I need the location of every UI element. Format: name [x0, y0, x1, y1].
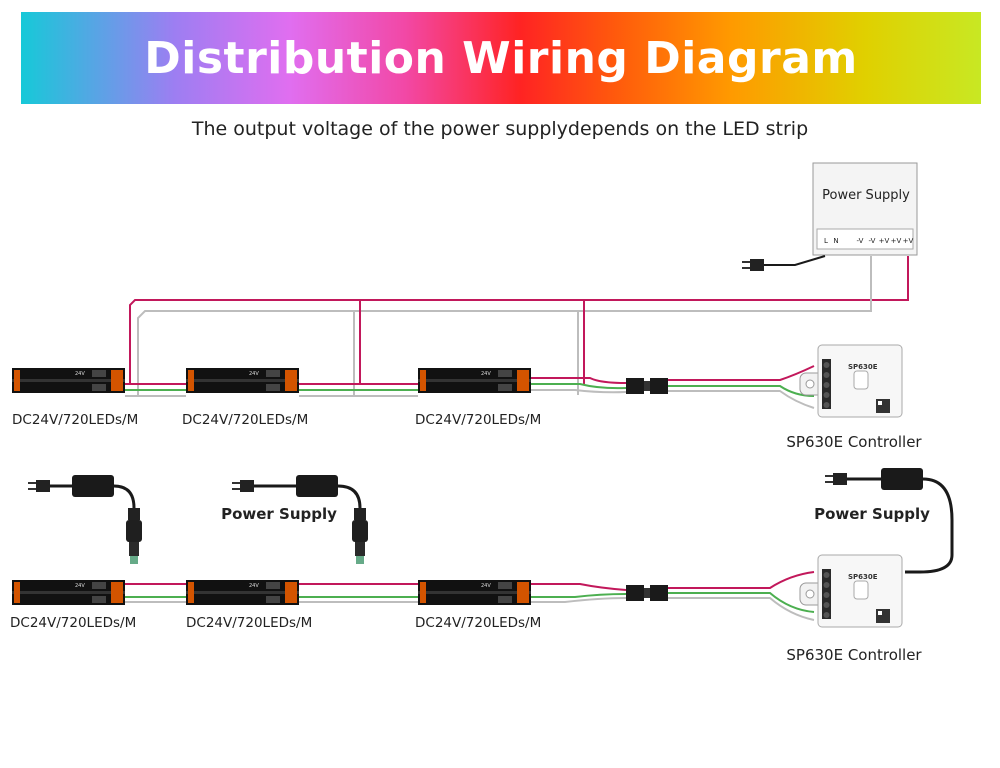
data-wire: [531, 597, 627, 603]
terminal-label: +V: [879, 237, 890, 245]
data-wire: [531, 593, 627, 598]
controller-brand: SP630E: [848, 363, 878, 371]
banner-title: Distribution Wiring Diagram: [144, 32, 858, 84]
strip-label: DC24V/720LEDs/M: [415, 412, 541, 428]
plug-icon: [825, 473, 847, 485]
red-power-bus: [129, 256, 909, 385]
strip-text: 24V: [75, 371, 85, 377]
top-power-supply: Power Supply L N -V -V +V +V +V: [812, 162, 918, 256]
data-wire: [531, 383, 627, 390]
strip-label: DC24V/720LEDs/M: [10, 615, 136, 631]
top-psu-label: Power Supply: [822, 188, 910, 203]
terminal-label: -V: [869, 237, 876, 245]
strip-label: DC24V/720LEDs/M: [182, 412, 308, 428]
bottom-psu-label: Power Supply: [221, 505, 337, 523]
power-adapter: [881, 468, 923, 490]
data-wire: [531, 377, 627, 384]
data-wire: [668, 571, 815, 589]
plug-icon: [742, 259, 764, 271]
grey-power-bus: [137, 256, 872, 395]
led-strip: [186, 580, 299, 605]
dc-cable: [905, 477, 954, 574]
jst-connector-icon: [626, 378, 668, 394]
strip-label: DC24V/720LEDs/M: [186, 615, 312, 631]
power-adapter: [72, 475, 114, 497]
terminal-label: +V: [891, 237, 902, 245]
data-wire: [531, 583, 627, 591]
dc-jack-icon: [126, 508, 142, 564]
top-controller-label: SP630E Controller: [786, 433, 922, 451]
bottom-psu-label: Power Supply: [814, 505, 930, 523]
terminal-label: +V: [903, 237, 914, 245]
jst-connector-icon: [626, 585, 668, 601]
sp630e-controller: [799, 554, 903, 628]
data-wire: [531, 389, 627, 394]
terminal-label: L: [824, 237, 828, 245]
led-strip: [12, 368, 125, 393]
controller-brand: SP630E: [848, 573, 878, 581]
terminal-label: -V: [857, 237, 864, 245]
strip-text: 24V: [249, 583, 259, 589]
strip-text: 24V: [75, 583, 85, 589]
data-wire: [668, 385, 815, 397]
dc-cable: [113, 484, 136, 509]
led-strip: [12, 580, 125, 605]
title-banner: Distribution Wiring Diagram: [21, 12, 981, 104]
data-wire: [668, 597, 815, 621]
strip-label: DC24V/720LEDs/M: [12, 412, 138, 428]
bottom-controller-label: SP630E Controller: [786, 646, 922, 664]
strip-text: 24V: [481, 371, 491, 377]
data-wire: [668, 390, 815, 409]
strip-label: DC24V/720LEDs/M: [415, 615, 541, 631]
dc-cable: [337, 484, 362, 509]
led-strip: [418, 580, 531, 605]
dc-jack-icon: [352, 508, 368, 564]
psu-terminals: L N -V -V +V +V +V: [824, 237, 913, 245]
data-wire: [668, 365, 815, 381]
plug-icon: [232, 480, 254, 492]
strip-text: 24V: [481, 583, 491, 589]
plug-icon: [28, 480, 50, 492]
data-wire: [668, 592, 815, 613]
strip-text: 24V: [249, 371, 259, 377]
subtitle: The output voltage of the power supplyde…: [191, 118, 809, 140]
terminal-label: N: [833, 237, 838, 245]
sp630e-controller: [799, 344, 903, 418]
led-strip: [418, 368, 531, 393]
power-adapter: [296, 475, 338, 497]
mains-cable: [764, 255, 826, 266]
led-strip: [186, 368, 299, 393]
